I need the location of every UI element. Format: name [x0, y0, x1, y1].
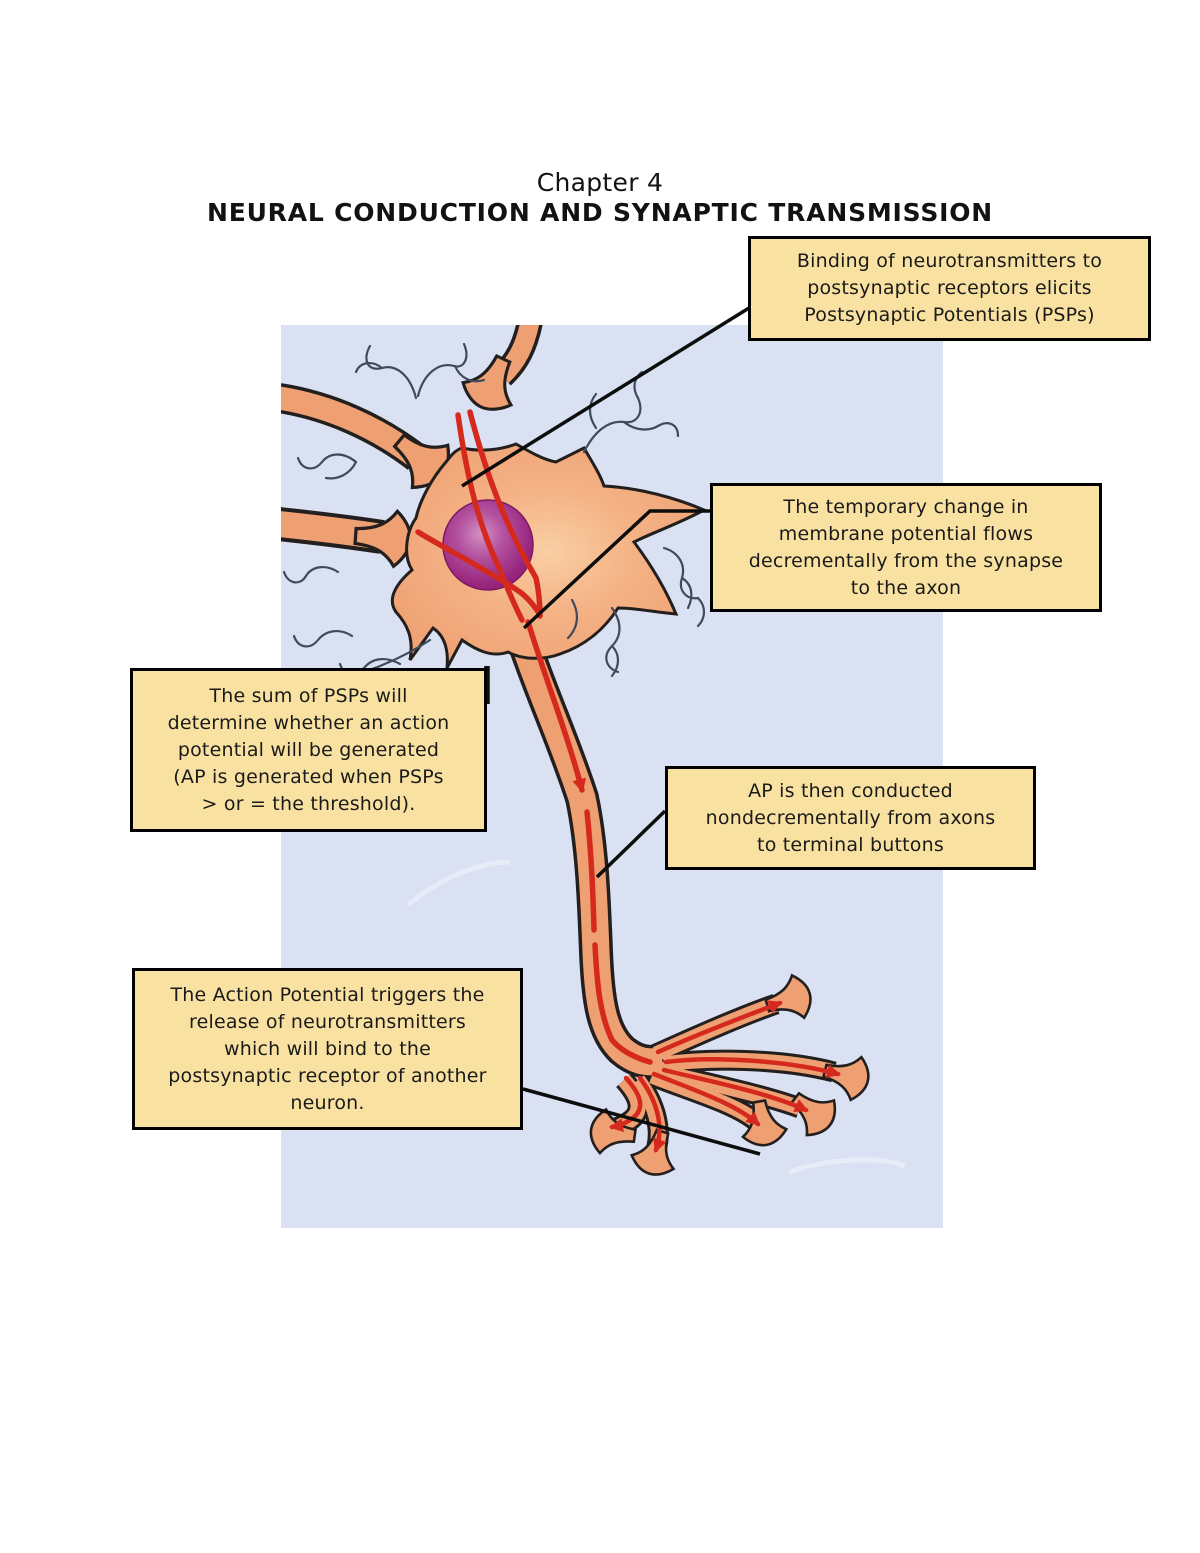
chapter-heading: Chapter 4: [536, 168, 664, 197]
callout-nondecremental-conduction: AP is then conducted nondecrementally fr…: [665, 766, 1036, 870]
callout-decremental-flow-text: The temporary change in membrane potenti…: [748, 495, 1064, 599]
callout-connectors: [461, 306, 761, 1156]
callout-nondecremental-conduction-text: AP is then conducted nondecrementally fr…: [705, 779, 996, 856]
signal-paths: [415, 409, 841, 1153]
callout-psp-summation-text: The sum of PSPs will determine whether a…: [167, 684, 450, 815]
neuron-illustration: [281, 325, 906, 1176]
ghost-line: [406, 859, 511, 907]
ghost-line: [789, 1157, 906, 1175]
callout-psp-binding-text: Binding of neurotransmitters to postsyna…: [796, 250, 1103, 326]
chapter-title: NEURAL CONDUCTION AND SYNAPTIC TRANSMISS…: [206, 198, 994, 227]
connector-binding: [461, 306, 750, 488]
callout-psp-summation: The sum of PSPs will determine whether a…: [130, 668, 487, 832]
callout-neurotransmitter-release-text: The Action Potential triggers the releas…: [168, 983, 487, 1114]
callout-decremental-flow: The temporary change in membrane potenti…: [710, 483, 1102, 612]
connector-decremental: [522, 509, 710, 630]
callout-psp-binding: Binding of neurotransmitters to postsyna…: [748, 236, 1151, 341]
connector-nondecremental: [595, 809, 667, 879]
soma: [390, 442, 708, 669]
connector-release: [522, 1087, 761, 1156]
page-title: Chapter 4 NEURAL CONDUCTION AND SYNAPTIC…: [0, 168, 1200, 228]
callout-neurotransmitter-release: The Action Potential triggers the releas…: [132, 968, 523, 1130]
